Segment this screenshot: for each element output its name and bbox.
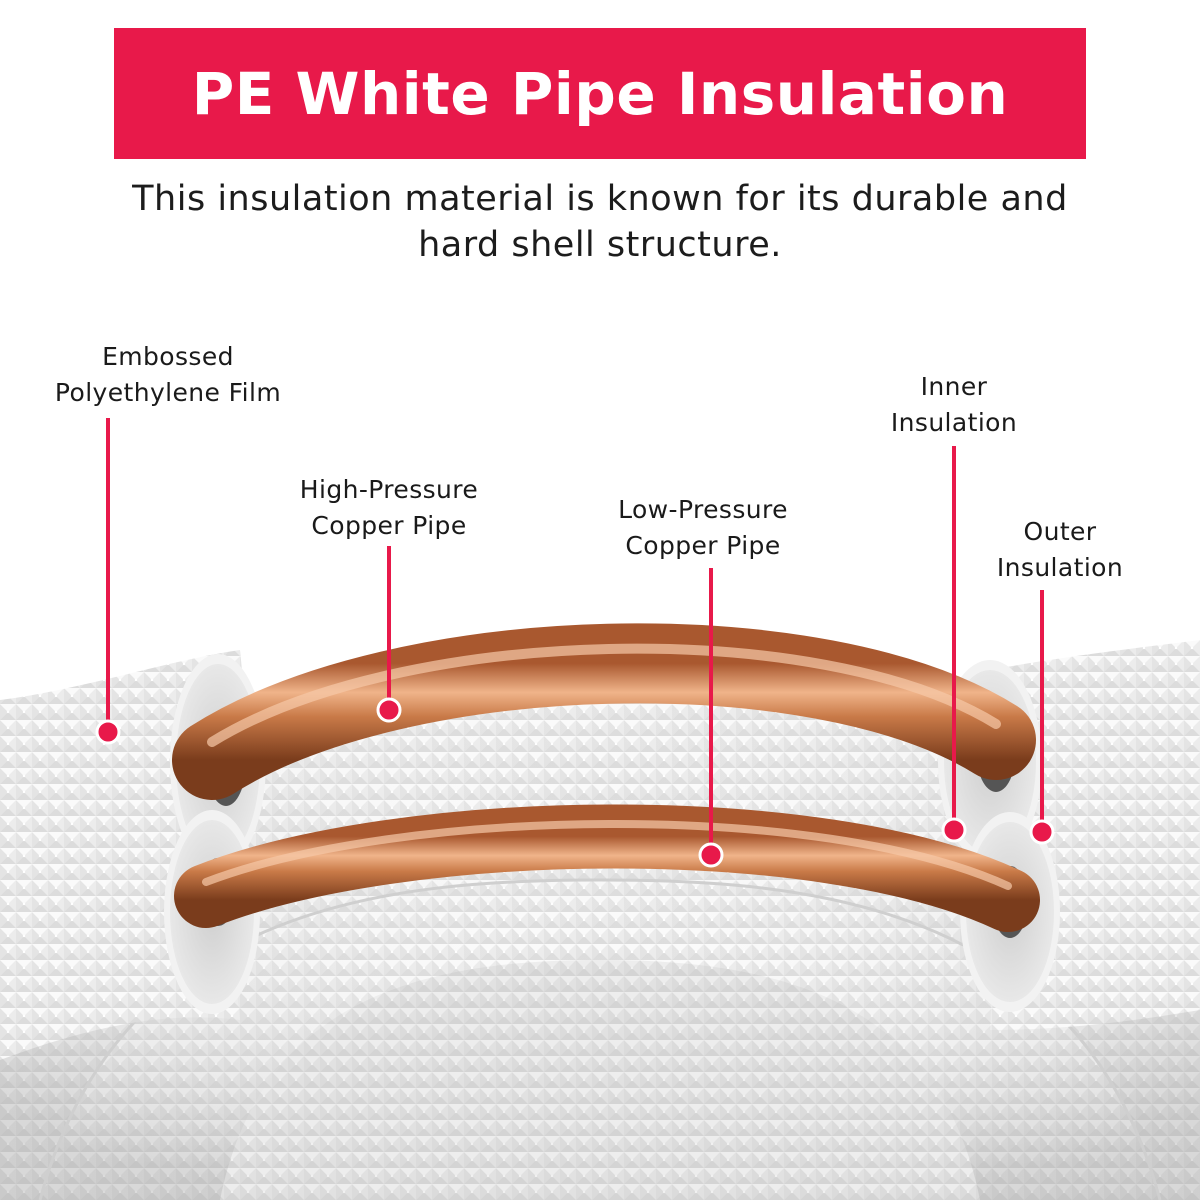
title-banner	[114, 28, 1086, 159]
label-low-pressure-pipe: Low-Pressure Copper Pipe	[584, 492, 822, 564]
label-inner-insulation-line-2: Insulation	[890, 408, 1018, 437]
dot-high-pressure-pipe	[376, 697, 402, 723]
label-outer-insulation: Outer Insulation	[976, 514, 1144, 586]
title-banner-text-wrap: PE White Pipe Insulation	[114, 28, 1086, 159]
subtitle-line-2: hard shell structure.	[418, 225, 782, 265]
callout-leaders	[95, 418, 1055, 868]
page-subtitle: This insulation material is known for it…	[60, 176, 1140, 268]
label-inner-insulation: Inner Insulation	[864, 369, 1044, 441]
label-inner-insulation-line-1: Inner	[920, 372, 988, 401]
label-low-pressure-pipe-line-1: Low-Pressure	[618, 495, 788, 524]
label-embossed-film-line-1: Embossed	[102, 342, 234, 371]
label-embossed-film-line-2: Polyethylene Film	[54, 378, 282, 407]
label-high-pressure-pipe-line-1: High-Pressure	[299, 475, 479, 504]
copper-pipes	[172, 623, 1040, 932]
label-outer-insulation-line-1: Outer	[1023, 517, 1097, 546]
dot-embossed-film	[95, 719, 121, 745]
label-low-pressure-pipe-line-2: Copper Pipe	[625, 531, 781, 560]
page-title: PE White Pipe Insulation	[191, 59, 1009, 128]
label-outer-insulation-line-2: Insulation	[996, 553, 1124, 582]
insulated-coil	[0, 670, 1200, 1200]
dot-low-pressure-pipe	[698, 842, 724, 868]
dot-outer-insulation	[1029, 819, 1055, 845]
label-high-pressure-pipe: High-Pressure Copper Pipe	[268, 472, 510, 544]
dot-inner-insulation	[941, 817, 967, 843]
subtitle-line-1: This insulation material is known for it…	[132, 179, 1068, 219]
label-high-pressure-pipe-line-2: Copper Pipe	[311, 511, 467, 540]
label-embossed-film: Embossed Polyethylene Film	[28, 339, 308, 411]
